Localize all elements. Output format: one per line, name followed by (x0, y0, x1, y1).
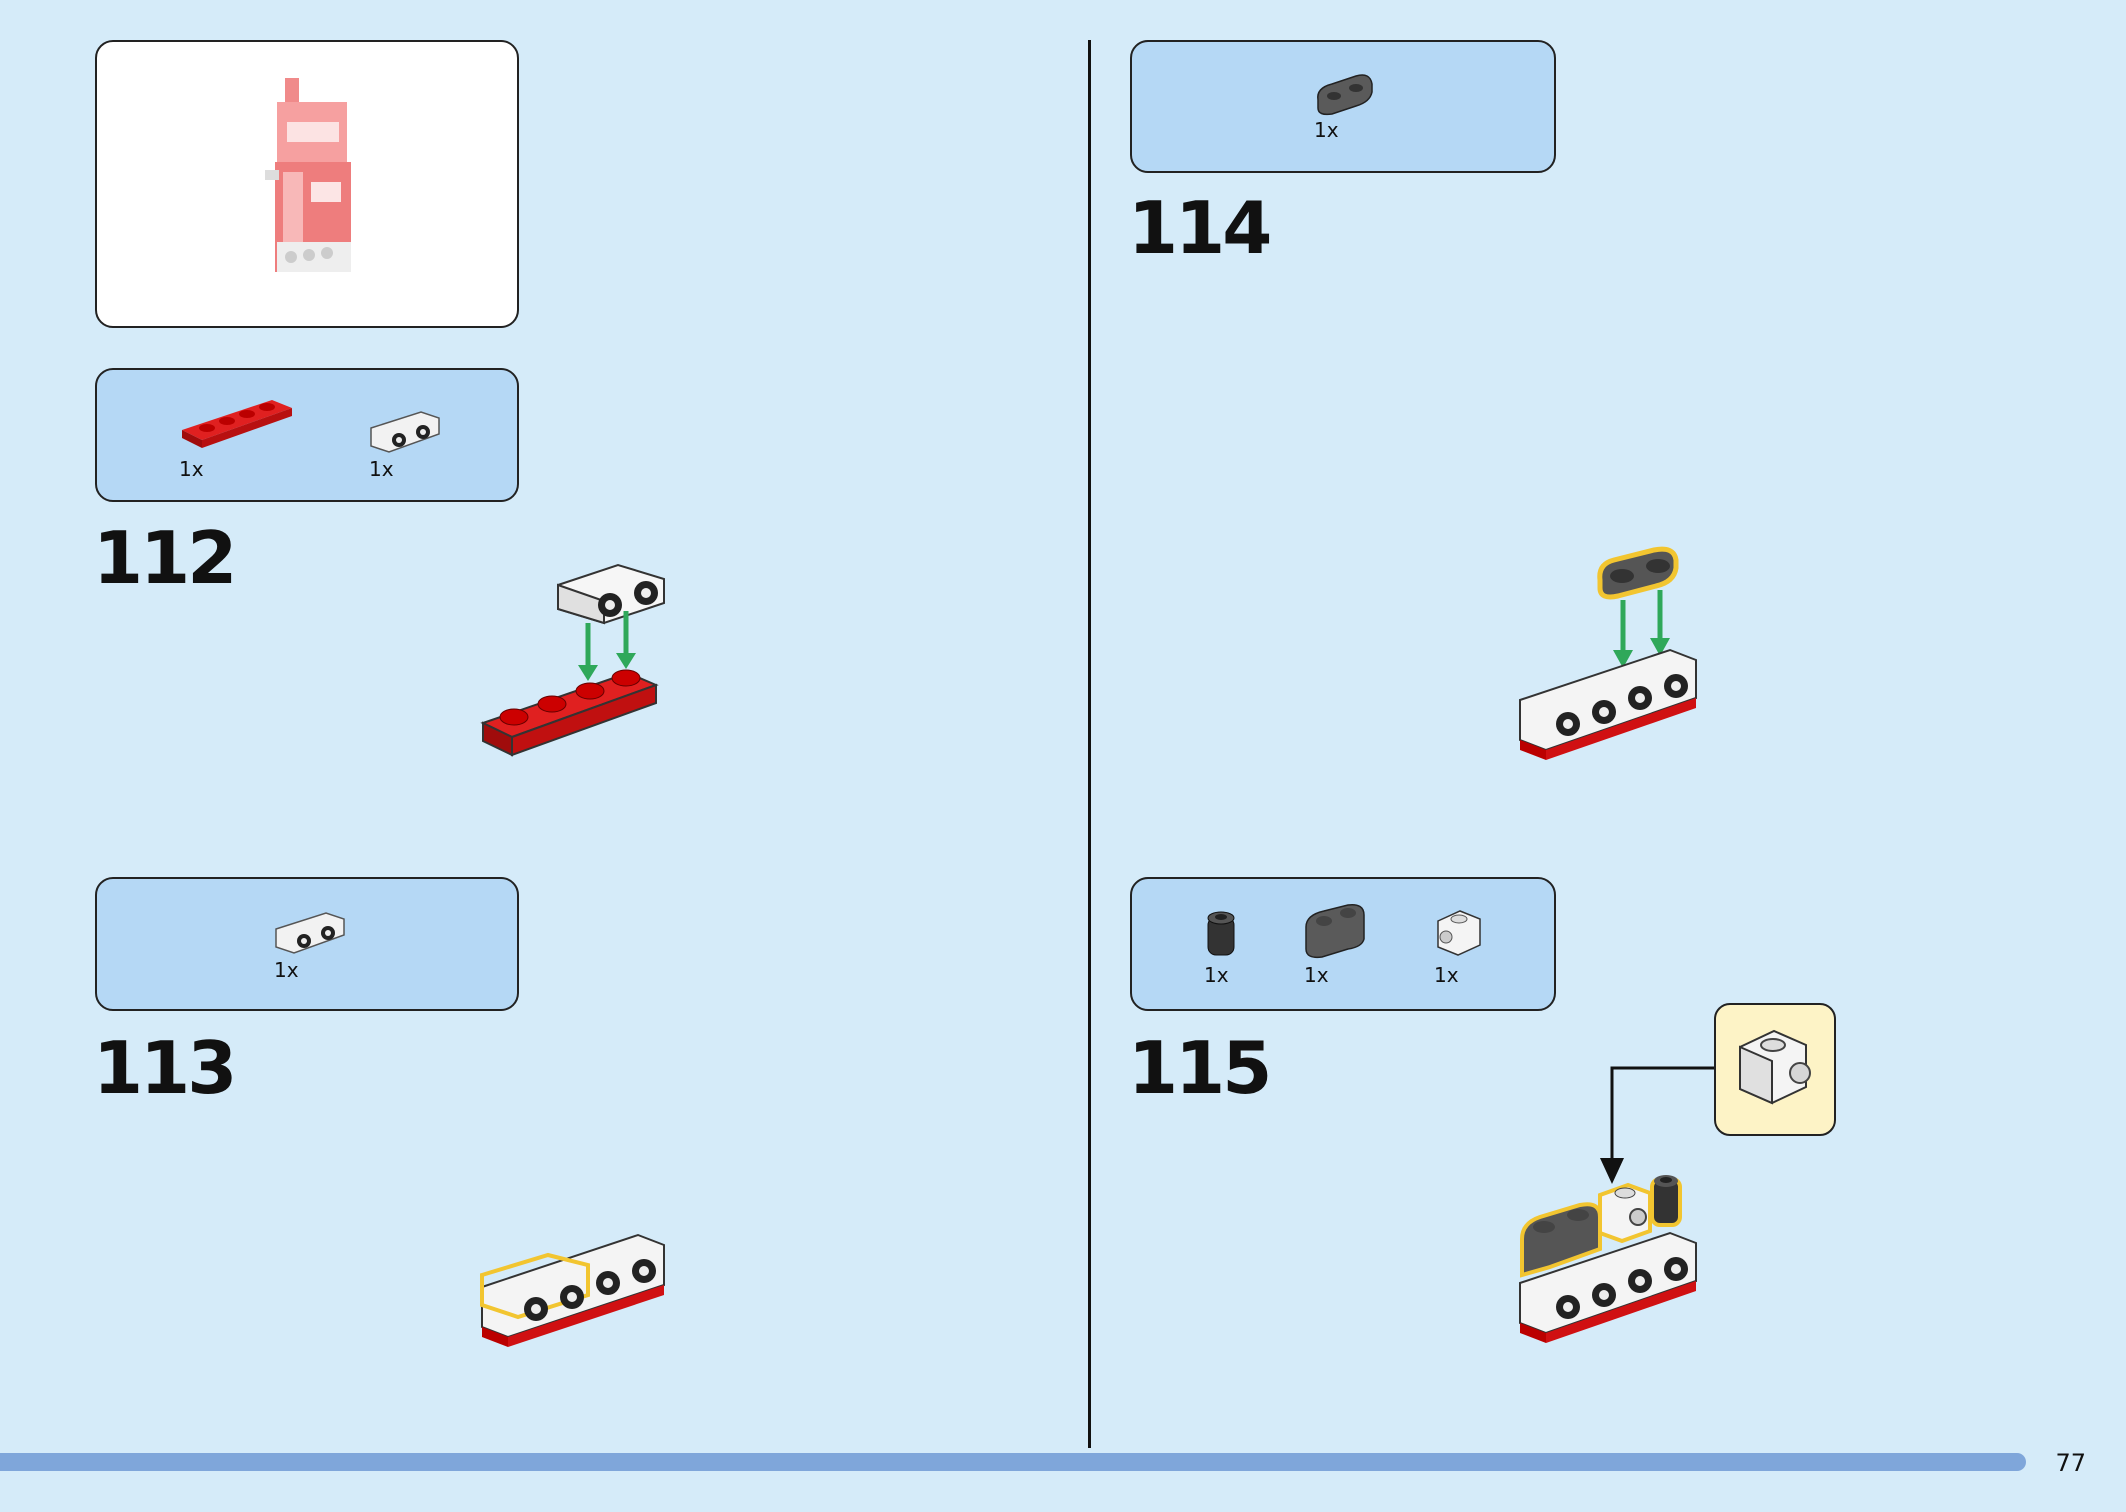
white-brick-with-side-stud-icon (1437, 910, 1481, 956)
red-plate-1x4-icon (182, 400, 292, 448)
model-preview-icon (265, 78, 351, 272)
step-number: 114 (1128, 186, 1272, 270)
step-113-parts-box: 1x (95, 877, 519, 1011)
step-number: 113 (93, 1026, 237, 1110)
white-bracket-icon (275, 912, 345, 954)
part-quantity: 1x (369, 457, 394, 481)
white-bracket-icon (370, 411, 440, 453)
step-114-build-illustration (1519, 546, 1697, 760)
page-footer-bar (0, 1453, 2026, 1471)
part-quantity: 1x (1434, 963, 1459, 987)
step-number: 112 (93, 516, 237, 600)
part-quantity: 1x (274, 958, 299, 982)
page-number: 77 (2055, 1449, 2086, 1477)
step-113-build-illustration (480, 1233, 665, 1347)
part-quantity: 1x (1204, 963, 1229, 987)
step-number: 115 (1128, 1026, 1272, 1110)
step-115-build-illustration (1519, 1175, 1697, 1343)
page-divider (1088, 40, 1091, 1448)
step-112-parts-box: 1x 1x (95, 368, 519, 502)
part-quantity: 1x (179, 457, 204, 481)
dark-gray-curved-brick-icon (1305, 903, 1365, 959)
step-112-build-illustration (480, 563, 665, 757)
step-115-parts-box: 1x 1x 1x (1130, 877, 1556, 1011)
callout-pointer-arrow (1600, 1066, 1714, 1184)
step-115-subassembly-callout (1714, 1003, 1836, 1136)
black-round-brick-icon (1207, 911, 1235, 956)
part-quantity: 1x (1314, 118, 1339, 142)
white-brick-with-side-stud-icon (1739, 1029, 1811, 1105)
step-114-parts-box: 1x (1130, 40, 1556, 173)
dark-gray-plate-1x2-rounded-icon (1317, 74, 1373, 116)
part-quantity: 1x (1304, 963, 1329, 987)
model-preview-box (95, 40, 519, 328)
